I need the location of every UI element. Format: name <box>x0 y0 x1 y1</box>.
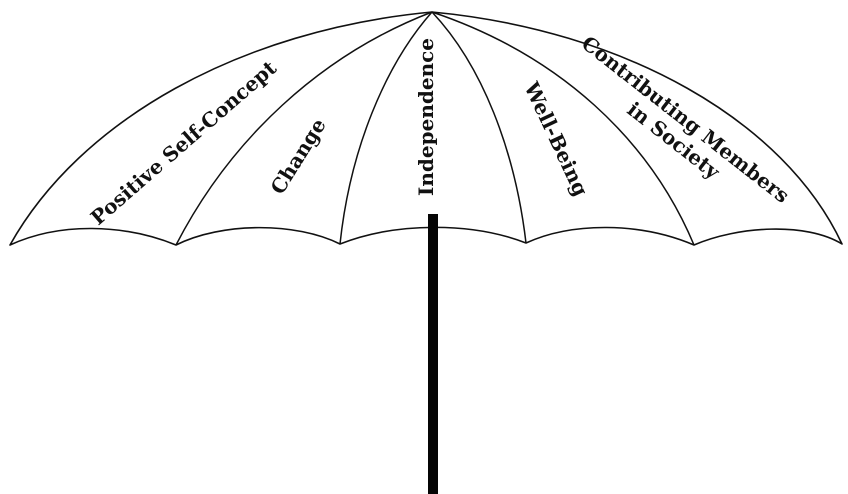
panel-label-independence: Independence <box>414 38 438 196</box>
umbrella-shaft <box>428 214 438 494</box>
